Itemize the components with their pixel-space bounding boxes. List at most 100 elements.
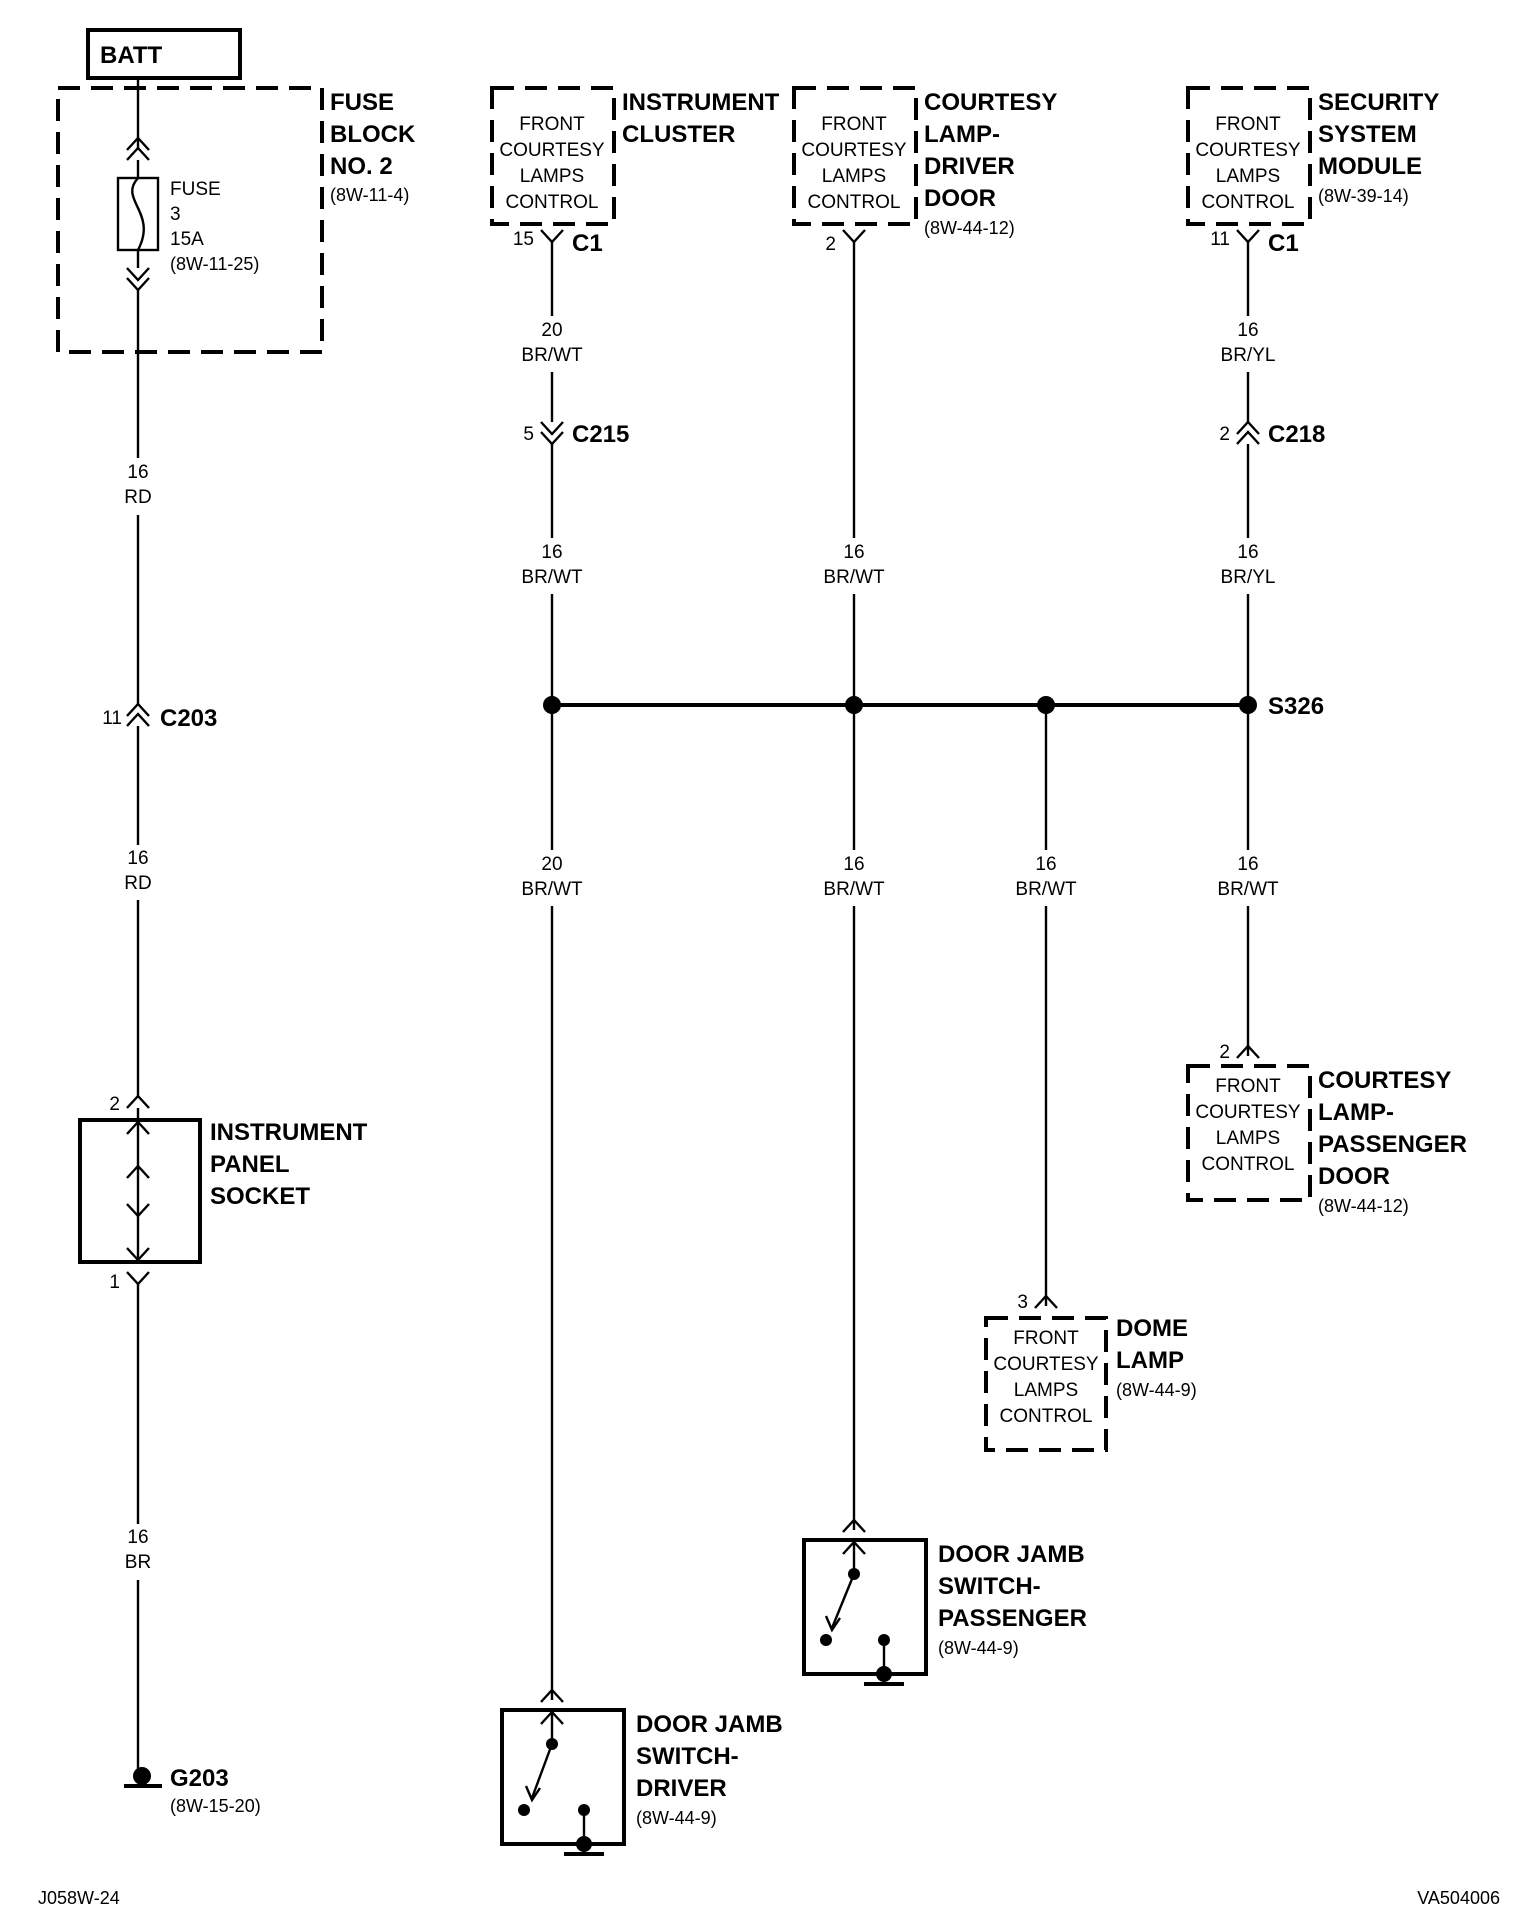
pass-door-connector xyxy=(1236,1044,1260,1059)
svg-text:COURTESY: COURTESY xyxy=(1195,1102,1301,1123)
svg-text:BR/WT: BR/WT xyxy=(1217,879,1279,900)
fuse-number: 3 xyxy=(170,204,181,225)
svg-text:BR/WT: BR/WT xyxy=(1015,879,1077,900)
svg-text:16: 16 xyxy=(1035,854,1056,875)
svg-text:2: 2 xyxy=(1219,1042,1230,1063)
sec-c1-connector xyxy=(1236,229,1260,244)
jamb-passenger-box xyxy=(802,1538,928,1676)
courtesy-driver-box xyxy=(792,86,918,226)
c215-connector xyxy=(540,421,564,446)
svg-text:MODULE: MODULE xyxy=(1318,153,1422,180)
svg-text:11: 11 xyxy=(1210,229,1230,250)
c215-name: C215 xyxy=(572,421,629,448)
svg-text:DRIVER: DRIVER xyxy=(636,1775,727,1802)
courtesy-passenger-box xyxy=(1186,1064,1312,1202)
svg-text:C1: C1 xyxy=(1268,230,1299,257)
fuse-element xyxy=(131,177,145,251)
svg-text:COURTESY: COURTESY xyxy=(993,1354,1099,1375)
svg-text:2: 2 xyxy=(825,234,836,255)
dome-lamp-box xyxy=(984,1316,1108,1452)
fuse-rating: 15A xyxy=(170,229,204,250)
svg-text:(8W-44-9): (8W-44-9) xyxy=(938,1638,1019,1658)
svg-text:16: 16 xyxy=(843,854,864,875)
svg-text:BR/WT: BR/WT xyxy=(823,567,885,588)
c203-connector xyxy=(126,702,150,727)
svg-text:CONTROL: CONTROL xyxy=(808,192,901,213)
svg-text:COURTESY: COURTESY xyxy=(499,140,605,161)
footer-right: VA504006 xyxy=(1417,1888,1500,1908)
footer-left: J058W-24 xyxy=(38,1888,120,1908)
wire-gauge-br: 16 xyxy=(127,1527,148,1548)
svg-text:16: 16 xyxy=(541,542,562,563)
svg-text:BR/WT: BR/WT xyxy=(823,879,885,900)
wire-color-rd2: RD xyxy=(124,873,151,894)
c203-name: C203 xyxy=(160,705,217,732)
instrument-cluster-box xyxy=(490,86,616,226)
fuse-label: FUSE xyxy=(170,179,221,200)
svg-text:(8W-44-12): (8W-44-12) xyxy=(1318,1196,1409,1216)
svg-text:LAMPS: LAMPS xyxy=(1014,1380,1078,1401)
svg-text:FRONT: FRONT xyxy=(821,114,887,135)
fuse-top-connector xyxy=(126,136,150,161)
svg-text:FRONT: FRONT xyxy=(1215,1076,1281,1097)
fuse-ref: (8W-11-25) xyxy=(170,254,259,274)
svg-text:SWITCH-: SWITCH- xyxy=(636,1743,739,1770)
fuse-block-title-2: BLOCK xyxy=(330,121,416,148)
batt-box xyxy=(86,28,242,80)
svg-text:2: 2 xyxy=(1219,424,1230,445)
svg-text:C218: C218 xyxy=(1268,421,1325,448)
svg-text:16: 16 xyxy=(1237,542,1258,563)
fuse-block-box xyxy=(56,86,324,354)
ground-name: G203 xyxy=(170,1765,229,1792)
svg-text:COURTESY: COURTESY xyxy=(924,89,1057,116)
ground-symbol xyxy=(133,1767,151,1785)
svg-text:DOOR: DOOR xyxy=(924,185,996,212)
ic-c1-name: C1 xyxy=(572,230,603,257)
svg-text:COURTESY: COURTESY xyxy=(1195,140,1301,161)
c215-pin: 5 xyxy=(523,424,534,445)
fuse-block-title-1: FUSE xyxy=(330,89,394,116)
fuse-bottom-connector xyxy=(126,267,150,292)
batt-label: BATT xyxy=(100,42,163,69)
socket-bottom-pin: 1 xyxy=(109,1272,120,1293)
svg-text:CONTROL: CONTROL xyxy=(1202,1154,1295,1175)
svg-text:LAMPS: LAMPS xyxy=(1216,166,1280,187)
svg-text:COURTESY: COURTESY xyxy=(1318,1067,1451,1094)
svg-text:16: 16 xyxy=(1237,320,1258,341)
svg-text:(8W-39-14): (8W-39-14) xyxy=(1318,186,1409,206)
socket-top-pin: 2 xyxy=(109,1094,120,1115)
dome-connector xyxy=(1034,1294,1058,1309)
svg-text:20: 20 xyxy=(541,320,562,341)
svg-text:CONTROL: CONTROL xyxy=(1202,192,1295,213)
svg-text:CONTROL: CONTROL xyxy=(506,192,599,213)
svg-text:DOOR JAMB: DOOR JAMB xyxy=(938,1541,1085,1568)
svg-text:FRONT: FRONT xyxy=(1013,1328,1079,1349)
svg-text:(8W-44-12): (8W-44-12) xyxy=(924,218,1015,238)
wire-color-br: BR xyxy=(125,1552,151,1573)
svg-text:DOOR: DOOR xyxy=(1318,1163,1390,1190)
svg-text:BR/WT: BR/WT xyxy=(521,879,583,900)
svg-text:LAMP-: LAMP- xyxy=(924,121,1000,148)
socket-title-1: INSTRUMENT xyxy=(210,1119,368,1146)
svg-text:(8W-44-9): (8W-44-9) xyxy=(636,1808,717,1828)
socket-title-2: PANEL xyxy=(210,1151,290,1178)
svg-text:20: 20 xyxy=(541,854,562,875)
svg-text:FRONT: FRONT xyxy=(1215,114,1281,135)
wire-gauge-rd1: 16 xyxy=(127,462,148,483)
svg-text:PASSENGER: PASSENGER xyxy=(1318,1131,1467,1158)
c203-pin: 11 xyxy=(102,708,122,729)
splice-name: S326 xyxy=(1268,693,1324,720)
driver-door-connector xyxy=(842,229,866,244)
fuse-symbol xyxy=(116,176,160,252)
svg-text:DRIVER: DRIVER xyxy=(924,153,1015,180)
c218-connector xyxy=(1236,420,1260,445)
wire-color-rd1: RD xyxy=(124,487,151,508)
svg-text:3: 3 xyxy=(1017,1292,1028,1313)
svg-text:FRONT: FRONT xyxy=(519,114,585,135)
svg-text:SYSTEM: SYSTEM xyxy=(1318,121,1417,148)
jamb-driver-box xyxy=(500,1708,626,1846)
svg-text:SECURITY: SECURITY xyxy=(1318,89,1439,116)
ic-title-1: INSTRUMENT xyxy=(622,89,780,116)
svg-text:CONTROL: CONTROL xyxy=(1000,1406,1093,1427)
